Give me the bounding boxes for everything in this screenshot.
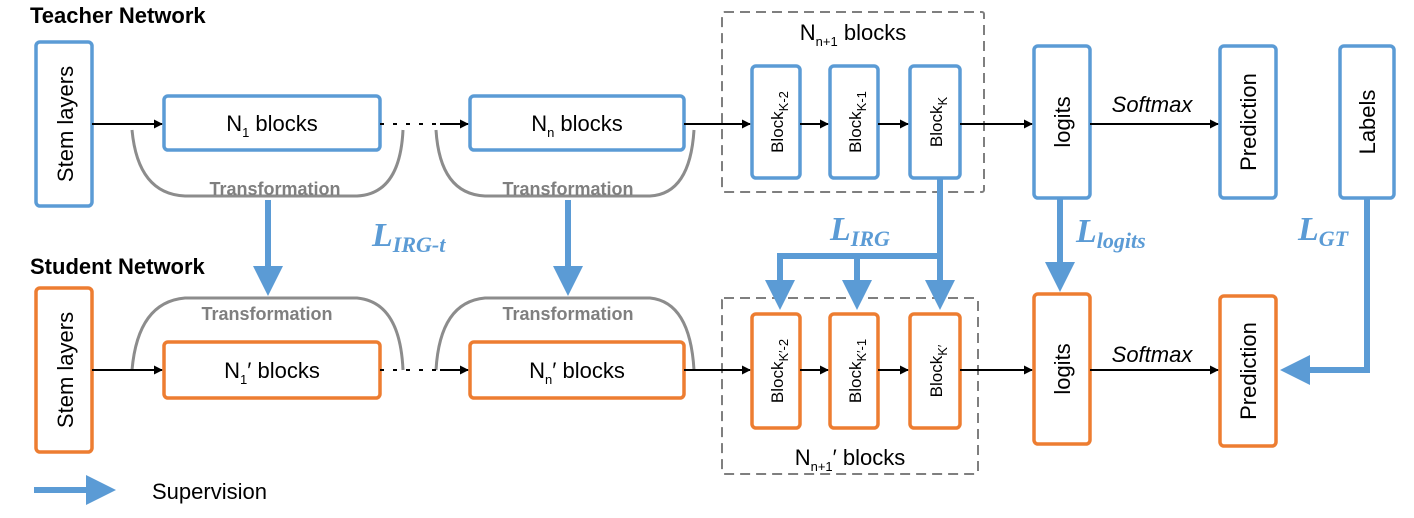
teacher-prediction-box: [1218, 44, 1278, 200]
loss-logits-label: Llogits: [1075, 213, 1146, 253]
loss-gt-label: LGT: [1297, 211, 1350, 251]
teacher-transformation-bracket-2: [434, 129, 696, 198]
teacher-block-k-2: [750, 64, 802, 180]
student-transformation-label-1: Transformation: [201, 304, 332, 324]
teacher-transformation-label-2: Transformation: [502, 179, 633, 199]
student-prediction-box: [1218, 294, 1278, 448]
student-transformation-bracket-1: [130, 296, 405, 371]
student-transformation-bracket-2: [434, 296, 696, 371]
loss-irg-t-label: LIRG-t: [371, 217, 446, 257]
teacher-n1-blocks-label: N1 blocks: [226, 111, 318, 140]
student-softmax-label: Softmax: [1112, 342, 1194, 367]
student-block-k-label: BlockK′: [927, 344, 950, 397]
teacher-block-k: [908, 64, 962, 180]
student-stem-layers-label: Stem layers: [53, 312, 78, 428]
teacher-block-group: [721, 11, 985, 193]
student-logits-label: logits: [1050, 343, 1075, 394]
teacher-softmax-label: Softmax: [1112, 92, 1194, 117]
legend-supervision-label: Supervision: [152, 479, 267, 504]
student-block-k-2-label: BlockK′-2: [768, 339, 791, 403]
teacher-block-k-1: [828, 64, 880, 180]
teacher-block-k-label: BlockK: [927, 97, 950, 148]
student-network-title: Student Network: [30, 254, 206, 279]
supervision-arrow-ground-truth: [1280, 198, 1370, 385]
student-block-group: [721, 297, 979, 475]
teacher-transformation-bracket-1: [130, 129, 405, 198]
teacher-nn-blocks-label: Nn blocks: [531, 111, 623, 140]
teacher-prediction-label: Prediction: [1236, 73, 1261, 171]
teacher-logits-label: logits: [1050, 96, 1075, 147]
student-block-k-1-label: BlockK′-1: [846, 339, 869, 403]
student-n1-blocks-label: N1′ blocks: [224, 358, 320, 387]
student-nn-blocks-label: Nn′ blocks: [529, 358, 625, 387]
teacher-group-label: Nn+1 blocks: [800, 20, 906, 49]
teacher-block-k-2-label: BlockK-2: [768, 91, 791, 153]
teacher-transformation-label-1: Transformation: [209, 179, 340, 199]
student-transformation-label-2: Transformation: [502, 304, 633, 324]
teacher-block-k-1-label: BlockK-1: [846, 91, 869, 153]
teacher-stem-layers-label: Stem layers: [53, 66, 78, 182]
labels-label: Labels: [1355, 90, 1380, 155]
teacher-network-title: Teacher Network: [30, 3, 206, 28]
student-prediction-label: Prediction: [1236, 322, 1261, 420]
student-group-label: Nn+1′ blocks: [795, 445, 906, 474]
loss-irg-label: LIRG: [829, 211, 890, 251]
